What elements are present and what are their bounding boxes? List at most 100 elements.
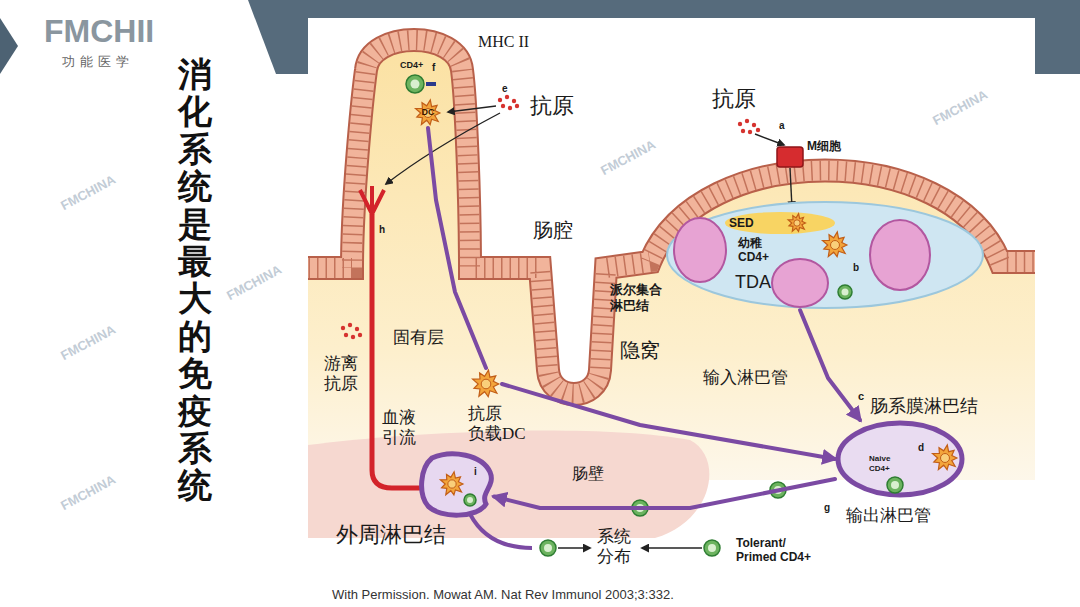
t-cell-node: CD4+ — [405, 74, 425, 94]
dendritic-cell — [440, 472, 463, 495]
watermark: FMCHINA — [58, 472, 118, 514]
region-label: 固有层 — [393, 328, 444, 348]
dendritic-cell — [933, 445, 957, 470]
t-cells — [540, 482, 786, 556]
part-label: 抗原 — [530, 93, 574, 119]
region-label: 隐窝 — [620, 338, 660, 362]
sed-outline — [725, 212, 835, 234]
lymph-node-outline — [422, 454, 492, 515]
node-shape — [470, 368, 502, 400]
callout-letter: f — [432, 62, 435, 74]
gut-wall — [308, 431, 709, 538]
node-shape — [665, 200, 985, 310]
watermark: FMCHINA — [930, 87, 990, 129]
cell-label: DC — [413, 108, 443, 117]
callout-letter: a — [779, 120, 785, 132]
dendritic-cell — [473, 370, 499, 397]
antigen-arrow — [448, 106, 496, 112]
node-shape — [835, 420, 965, 498]
callout-letter: c — [858, 390, 864, 403]
node-heading: 外周淋巴结 — [336, 522, 446, 548]
epithelial-cells — [308, 40, 1035, 394]
cell-label: CD4+ — [400, 60, 423, 71]
m-cell-shape — [777, 147, 803, 167]
part-label: 游离 抗原 — [324, 354, 368, 395]
lymph-node-outline — [838, 423, 962, 495]
dendritic-cell-node: DC — [413, 98, 443, 128]
source-caption: With Permission. Mowat AM. Nat Rev Immun… — [332, 587, 674, 603]
region-label: SED — [729, 216, 754, 230]
node-heading: 抗原 负载DC — [468, 404, 539, 445]
follicle — [674, 218, 726, 282]
callout-letter: h — [379, 224, 385, 236]
antigen-arrow — [386, 113, 500, 184]
region-label: 肠壁 — [572, 464, 604, 483]
lymph-vessel — [428, 128, 486, 368]
cell-nucleus — [941, 454, 950, 463]
follicle — [772, 259, 828, 307]
cell-label: Tolerant/ Primed CD4+ — [736, 536, 819, 565]
callout-letter: e — [502, 83, 508, 95]
logo: FMCHII — [44, 12, 154, 50]
node-shape — [777, 147, 803, 167]
lamina-propria — [308, 40, 1035, 480]
cell-nucleus — [467, 497, 473, 503]
lymph-vessel — [800, 310, 860, 420]
node-heading: 派尔集合 淋巴结 — [610, 282, 667, 313]
cell-nucleus — [794, 220, 800, 226]
flow-arrow — [642, 547, 702, 549]
cell-nucleus — [842, 289, 849, 296]
watermark: FMCHINA — [58, 172, 118, 214]
blood-vessel — [372, 214, 422, 488]
part-label: 抗原 — [712, 86, 756, 112]
peyer-patch: 派尔集合 淋巴结幼稚 CD4+TDASED — [665, 200, 985, 310]
cell-nucleus — [891, 481, 899, 489]
patch-outline — [667, 202, 983, 308]
cell-nucleus — [411, 80, 420, 89]
region-label: 肠腔 — [533, 218, 573, 242]
cell-label: 幼稚 CD4+ — [738, 236, 772, 265]
watermark: FMCHINA — [224, 262, 284, 304]
node-heading: M细胞 — [807, 139, 841, 153]
epithelium — [308, 40, 1035, 394]
watermark: FMCHINA — [598, 137, 658, 179]
part-label: 输出淋巴管 — [846, 506, 931, 526]
dendritic-cell-node: 抗原 负载DC — [470, 368, 502, 400]
sed-region: SED — [725, 212, 835, 234]
antigen-arrow — [790, 168, 792, 208]
lymph-vessel — [494, 479, 835, 508]
part-label: 系统 分布 — [597, 527, 641, 568]
m-cell: M细胞 — [777, 147, 803, 167]
t-cell — [406, 75, 424, 93]
cell-nucleus — [481, 379, 491, 389]
watermark: FMCHINA — [58, 322, 118, 364]
callout-letter: g — [824, 502, 830, 514]
t-cell — [887, 477, 903, 493]
cell-nucleus — [448, 480, 456, 488]
t-cell — [838, 285, 852, 299]
dendritic-cell — [823, 232, 847, 257]
cell-nucleus — [831, 241, 840, 250]
t-cell — [464, 494, 476, 506]
flow-arrow — [558, 547, 590, 549]
cell-label: Naive CD4+ — [869, 454, 898, 473]
part-label: 血液 引流 — [382, 408, 426, 449]
node-heading: 肠系膜淋巴结 — [870, 396, 978, 418]
blood-vessel — [360, 186, 384, 214]
node-shape — [420, 452, 494, 517]
page-title: 消化系统是最大的免疫系统 — [178, 56, 212, 505]
follicle — [870, 220, 930, 290]
corner-mark — [0, 18, 18, 74]
mhc-molecule — [426, 82, 436, 86]
logo-subtitle: 功能医学 — [62, 54, 134, 70]
lymph-node: 外周淋巴结 — [420, 452, 494, 517]
region-label: TDA — [735, 272, 771, 294]
node-shape — [405, 74, 425, 94]
edge-label: 输入淋巴管 — [703, 368, 788, 388]
antigen-arrow — [755, 134, 784, 145]
part-label: MHC II — [478, 32, 529, 51]
